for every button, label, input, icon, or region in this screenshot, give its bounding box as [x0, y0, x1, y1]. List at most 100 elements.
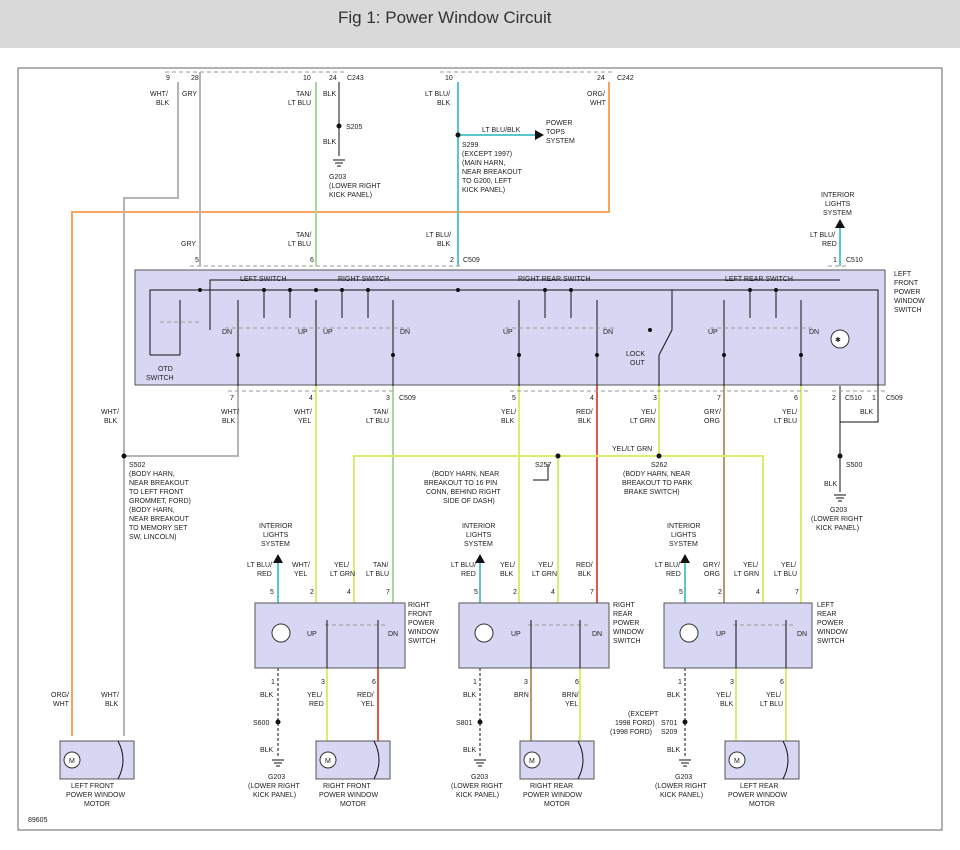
rf-ground: G203 [268, 774, 285, 781]
s257-note-0: (BODY HARN, NEAR [432, 471, 499, 478]
rr-splice: S801 [456, 720, 472, 727]
s299-note-0: (EXCEPT 1997) [462, 151, 512, 158]
sw-dn-4: DN [809, 329, 819, 336]
rf-out-wire-2a: RED/ [357, 692, 374, 699]
splice-s257-dot [555, 453, 561, 459]
door-switch-contacts [325, 620, 793, 668]
in-ltblu-blk-2: BLK [437, 241, 451, 248]
sw-up-1: UP [298, 329, 308, 336]
out-pin-7b: 7 [717, 395, 721, 402]
rr-out-wire-1: BRN [514, 692, 529, 699]
out-pin-2: 2 [832, 395, 836, 402]
rf-up: UP [307, 631, 317, 638]
lamp-glyph: ✱ [835, 336, 841, 344]
rr-in-wire-3a: RED/ [576, 562, 593, 569]
s502-note-0: (BODY HARN, [129, 471, 175, 478]
lf-org-wht-1: ORG/ [51, 692, 69, 699]
lr-splice-note-0: (EXCEPT [628, 711, 659, 718]
out-yel-ltblu-1: YEL/ [782, 409, 797, 416]
lock-label-1: LOCK [626, 351, 645, 358]
rr-in-pin-0: 5 [474, 589, 478, 596]
lr-in-wire-0a: LT BLU/ [655, 562, 680, 569]
g203-s500-note-2: KICK PANEL) [816, 525, 859, 532]
wire-org-wht [71, 82, 610, 736]
pin-9: 9 [166, 75, 170, 82]
left-switch-label: LEFT SWITCH [240, 276, 287, 283]
sw-dn-1: DN [222, 329, 232, 336]
out-wht-yel-1: WHT/ [294, 409, 312, 416]
rr-dn: DN [592, 631, 602, 638]
lr-splice-note-1: 1998 FORD) [615, 720, 655, 727]
out-tan-ltblu-2: LT BLU [366, 418, 389, 425]
lf-wht-blk-1: WHT/ [101, 692, 119, 699]
lr-in-wire-1a: GRY/ [703, 562, 720, 569]
out-blk: BLK [860, 409, 874, 416]
label-tan-ltblu-2: LT BLU [288, 100, 311, 107]
lr-in-wire-2a: YEL/ [743, 562, 758, 569]
out-pin-1: 1 [872, 395, 876, 402]
lr-in-pin-1: 2 [718, 589, 722, 596]
lr-motor-2: MOTOR [749, 801, 775, 808]
out-tan-ltblu-1: TAN/ [373, 409, 388, 416]
label-org-wht-2: WHT [590, 100, 607, 107]
rf-out-pin-0: 1 [271, 679, 275, 686]
ground-g203-top-note-2: KICK PANEL) [329, 192, 372, 199]
figure-title: Fig 1: Power Window Circuit [338, 8, 552, 27]
out-pin-6: 6 [794, 395, 798, 402]
in-tan-ltblu-1: TAN/ [296, 232, 311, 239]
s262-note-1: BREAKOUT TO PARK [622, 480, 693, 487]
lr-out-wire-1a: YEL/ [716, 692, 731, 699]
motor-icons [63, 740, 789, 780]
rr-interior-2: LIGHTS [466, 532, 492, 539]
label-blk-s500: BLK [824, 481, 838, 488]
lr-name-4: SWITCH [817, 638, 845, 645]
in-pin1: 1 [833, 257, 837, 264]
arrow-lr-interior [680, 554, 690, 563]
rr-in-wire-1b: BLK [500, 571, 514, 578]
ground-rr [474, 759, 486, 767]
lr-name-2: POWER [817, 620, 843, 627]
lr-out-wire-2a: YEL/ [766, 692, 781, 699]
power-tops-2: TOPS [546, 129, 565, 136]
lf-switch-name-3: WINDOW [894, 298, 925, 305]
rf-in-wire-1a: WHT/ [292, 562, 310, 569]
lr-name-3: WINDOW [817, 629, 848, 636]
sw-up-4: UP [708, 329, 718, 336]
rf-in-wire-3a: TAN/ [373, 562, 388, 569]
splice-s262-dot [656, 453, 662, 459]
label-wht-blk-2: BLK [156, 100, 170, 107]
s502-note-6: TO MEMORY SET [129, 525, 188, 532]
lr-splice2: S209 [661, 729, 677, 736]
s502-note-7: SW, LINCOLN) [129, 534, 176, 541]
arrow-rr-interior [475, 554, 485, 563]
rr-motor-1: POWER WINDOW [523, 792, 582, 799]
label-blk-s205: BLK [323, 139, 337, 146]
rr-ground: G203 [471, 774, 488, 781]
switch-internal-contacts [150, 290, 815, 386]
lf-motor-m: M [69, 758, 75, 765]
rf-in-pin-1: 2 [310, 589, 314, 596]
out-yel-blk-2: BLK [501, 418, 515, 425]
splice-s502-dot [121, 453, 127, 459]
pin-10b: 10 [445, 75, 453, 82]
in-ltblu-red-1: LT BLU/ [810, 232, 835, 239]
rf-motor-m: M [325, 758, 331, 765]
out-wht-blk-2: BLK [222, 418, 236, 425]
pin-24b: 24 [597, 75, 605, 82]
left-rear-switch-label: LEFT REAR SWITCH [725, 276, 793, 283]
arrow-power-tops [535, 130, 544, 140]
rf-in-wire-0b: RED [257, 571, 272, 578]
out-pin-5: 5 [512, 395, 516, 402]
in-ltblu-blk-1: LT BLU/ [426, 232, 451, 239]
lr-out-wire-0: BLK [667, 692, 681, 699]
lr-splice-note-2: (1998 FORD) [610, 729, 652, 736]
rf-interior-2: LIGHTS [263, 532, 289, 539]
rr-out-wire-2a: BRN/ [562, 692, 579, 699]
rf-name-2: POWER [408, 620, 434, 627]
rr-name-0: RIGHT [613, 602, 636, 609]
rr-interior-3: SYSTEM [464, 541, 493, 548]
out-red-blk-2: BLK [578, 418, 592, 425]
right-rear-switch-label: RIGHT REAR SWITCH [518, 276, 591, 283]
lf-switch-name-4: SWITCH [894, 307, 922, 314]
rf-motor-1: POWER WINDOW [319, 792, 378, 799]
